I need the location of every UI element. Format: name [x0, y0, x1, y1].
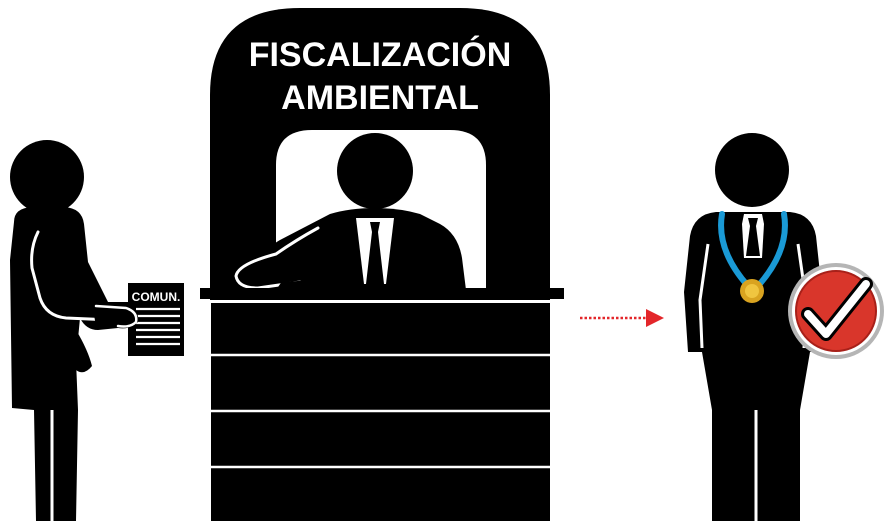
citizen-hand — [92, 304, 139, 329]
approved-head — [715, 133, 789, 207]
citizen-figure — [10, 140, 143, 521]
citizen-hand-outline — [94, 304, 138, 328]
document-lines — [136, 307, 180, 346]
citizen-head — [10, 140, 84, 214]
document: COMUN. — [92, 283, 184, 356]
medal-ribbon — [718, 211, 788, 289]
document-label: COMUN. — [132, 290, 181, 304]
approved-figure — [684, 133, 822, 521]
booth-title-line1: FISCALIZACIÓN — [249, 36, 512, 74]
approved-tie-knot — [746, 218, 760, 256]
clerk-arm — [242, 232, 330, 290]
dotted-arrow-right-icon — [580, 309, 664, 327]
checkmark-badge-icon — [788, 263, 884, 359]
citizen-back-hand — [76, 330, 92, 373]
booth: FISCALIZACIÓN AMBIENTAL — [200, 8, 564, 521]
booth-counter-lines — [211, 353, 550, 469]
booth-counter-top — [200, 288, 564, 299]
clerk-arm-outline — [234, 226, 320, 290]
citizen-arm-outline — [30, 230, 114, 322]
clerk-figure — [234, 133, 466, 290]
booth-title-line2: AMBIENTAL — [281, 79, 479, 117]
approved-torso — [684, 212, 822, 521]
approved-arm-left-outline — [698, 243, 710, 349]
clerk-tie — [366, 222, 384, 284]
medal-icon — [740, 279, 764, 303]
clerk-head — [337, 133, 413, 209]
